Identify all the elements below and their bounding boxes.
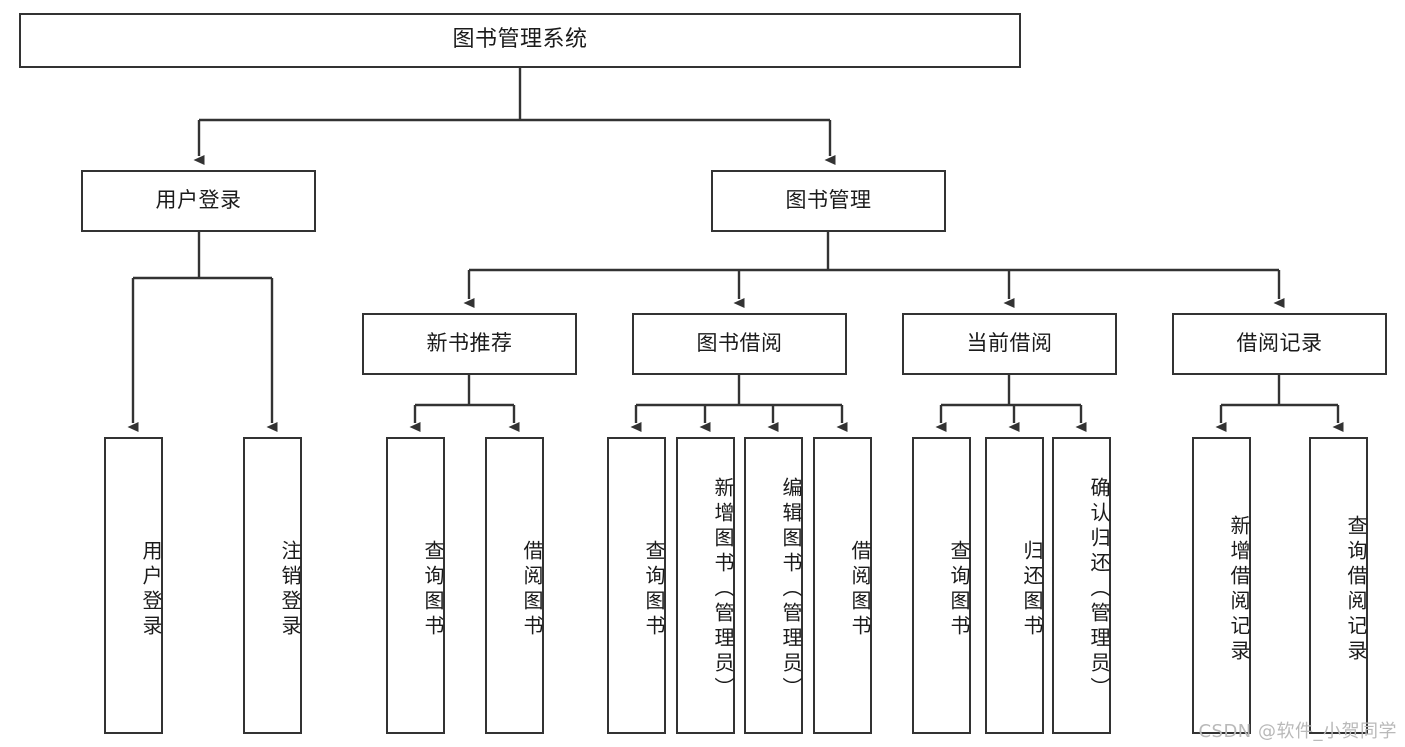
node-book-borrow[interactable]: 图书借阅 — [632, 313, 847, 375]
node-book-borrow-label: 图书借阅 — [696, 331, 783, 356]
node-leaf-query-borrow-record[interactable]: 查询借阅记录 — [1309, 437, 1368, 734]
node-leaf-add-borrow-record[interactable]: 新增借阅记录 — [1192, 437, 1251, 734]
node-leaf-borrow-book-1[interactable]: 借阅图书 — [485, 437, 544, 734]
node-leaf-confirm-return-label: 确认归还（管理员） — [1087, 477, 1111, 702]
node-leaf-logout-login-label: 注销登录 — [278, 539, 302, 640]
node-user-login[interactable]: 用户登录 — [81, 170, 316, 232]
node-current-borrow-label: 当前借阅 — [966, 331, 1053, 356]
node-leaf-borrow-book-1-label: 借阅图书 — [520, 539, 544, 640]
node-root-label: 图书管理系统 — [452, 27, 588, 53]
node-leaf-user-login[interactable]: 用户登录 — [104, 437, 163, 734]
node-user-login-label: 用户登录 — [155, 188, 242, 213]
node-leaf-add-borrow-record-label: 新增借阅记录 — [1227, 514, 1251, 665]
node-leaf-query-book-1[interactable]: 查询图书 — [386, 437, 445, 734]
node-borrow-record-label: 借阅记录 — [1236, 331, 1323, 356]
node-book-management-label: 图书管理 — [785, 188, 872, 213]
node-leaf-add-book-label: 新增图书（管理员） — [711, 477, 735, 702]
node-leaf-user-login-label: 用户登录 — [139, 539, 163, 640]
node-leaf-return-book[interactable]: 归还图书 — [985, 437, 1044, 734]
node-current-borrow[interactable]: 当前借阅 — [902, 313, 1117, 375]
node-leaf-edit-book[interactable]: 编辑图书（管理员） — [744, 437, 803, 734]
node-leaf-query-book-1-label: 查询图书 — [421, 539, 445, 640]
node-new-book-recommend[interactable]: 新书推荐 — [362, 313, 577, 375]
node-leaf-confirm-return[interactable]: 确认归还（管理员） — [1052, 437, 1111, 734]
node-book-management[interactable]: 图书管理 — [711, 170, 946, 232]
node-leaf-return-book-label: 归还图书 — [1020, 539, 1044, 640]
node-leaf-query-book-2-label: 查询图书 — [642, 539, 666, 640]
node-leaf-query-book-3[interactable]: 查询图书 — [912, 437, 971, 734]
node-leaf-edit-book-label: 编辑图书（管理员） — [779, 477, 803, 702]
node-leaf-borrow-book-2-label: 借阅图书 — [848, 539, 872, 640]
node-root[interactable]: 图书管理系统 — [19, 13, 1021, 68]
node-leaf-query-book-2[interactable]: 查询图书 — [607, 437, 666, 734]
node-leaf-borrow-book-2[interactable]: 借阅图书 — [813, 437, 872, 734]
node-leaf-query-book-3-label: 查询图书 — [947, 539, 971, 640]
node-leaf-query-borrow-record-label: 查询借阅记录 — [1344, 514, 1368, 665]
node-new-book-recommend-label: 新书推荐 — [426, 331, 513, 356]
node-leaf-add-book[interactable]: 新增图书（管理员） — [676, 437, 735, 734]
csdn-watermark: CSDN @软件_小贺同学 — [1198, 721, 1397, 742]
node-borrow-record[interactable]: 借阅记录 — [1172, 313, 1387, 375]
node-leaf-logout-login[interactable]: 注销登录 — [243, 437, 302, 734]
